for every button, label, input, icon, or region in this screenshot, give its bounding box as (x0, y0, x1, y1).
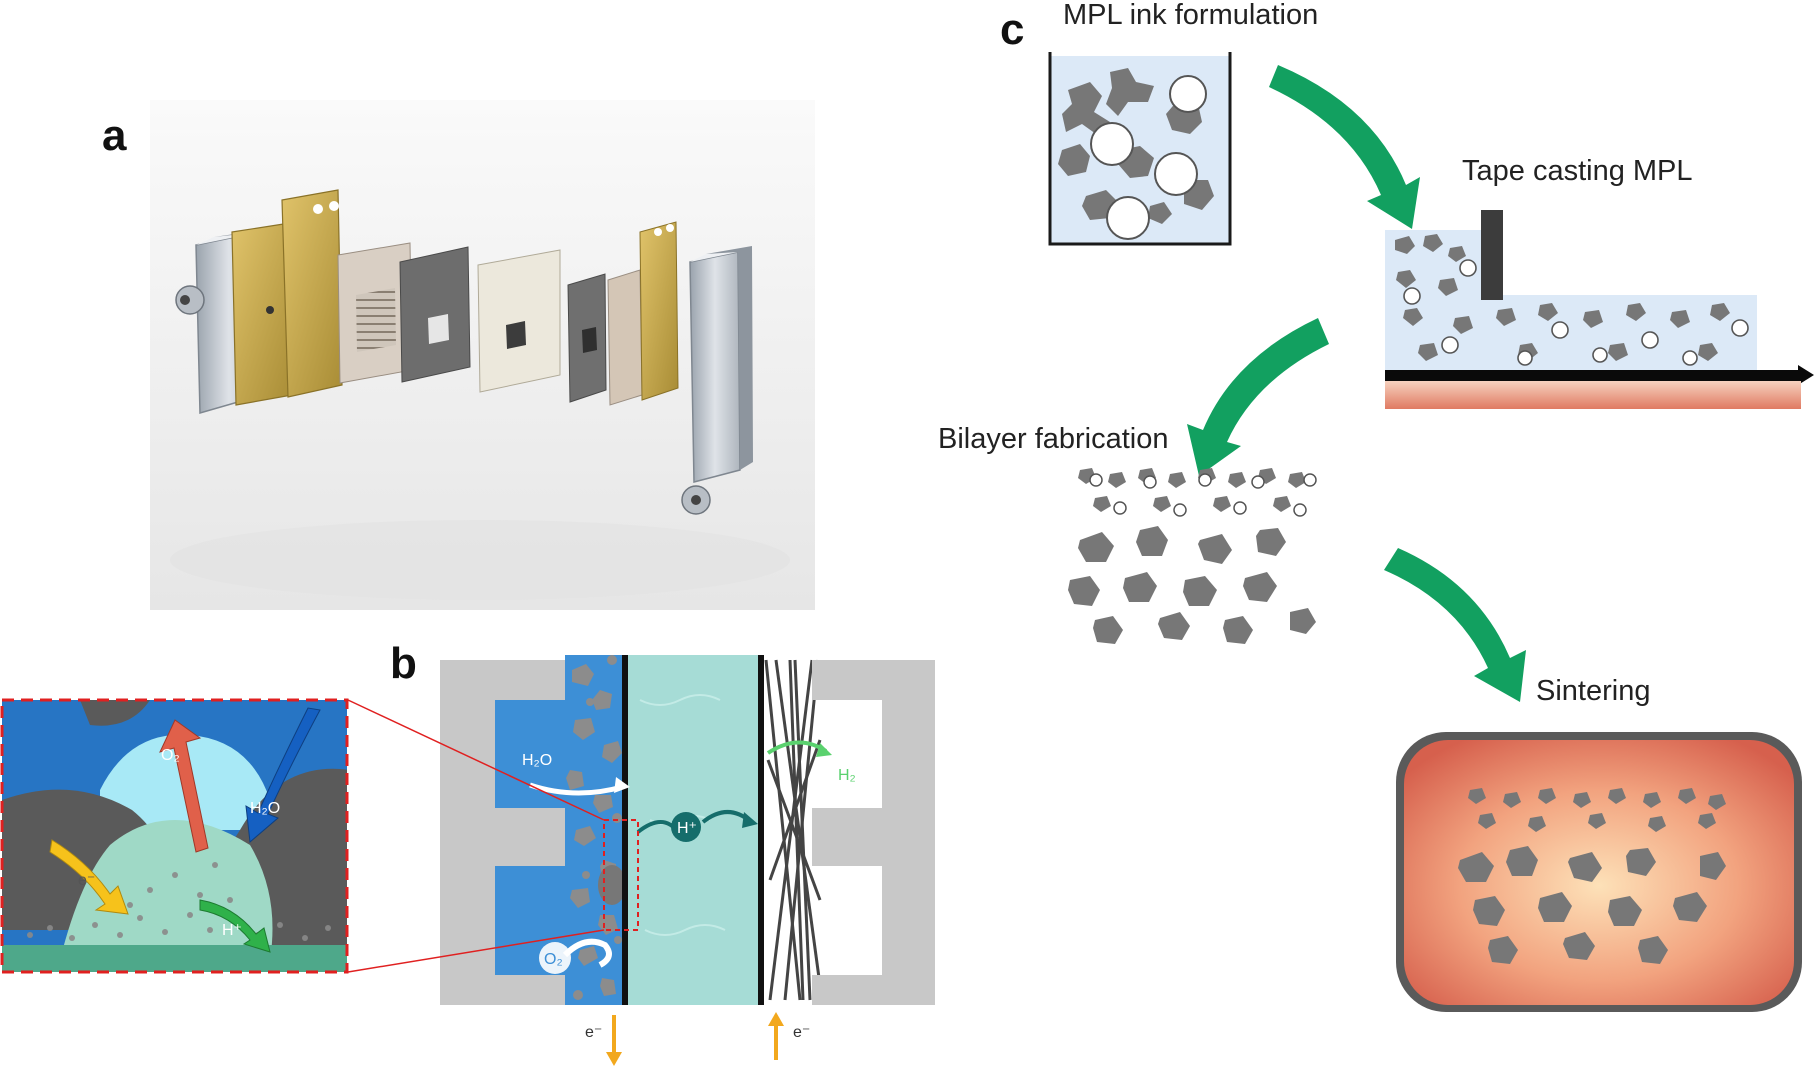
ink-beaker (1048, 52, 1232, 246)
arrow-casting-to-bilayer (1187, 318, 1329, 476)
arrow-bilayer-to-sintering (1384, 548, 1526, 702)
cathode-catalyst-layer (758, 655, 764, 1005)
step-sintering-label: Sintering (1536, 675, 1650, 707)
anode-flow-plate (440, 660, 565, 1005)
panel-a: a (102, 100, 815, 610)
catalyst-interface-inset: O₂ H₂O e⁻ H⁺ (0, 698, 349, 974)
panel-a-letter: a (102, 111, 127, 160)
anode-water-label: H₂O (522, 752, 552, 769)
anode-catalyst-layer (622, 655, 628, 1005)
panel-c-letter: c (1000, 5, 1024, 54)
inset-electron-label: e⁻ (78, 872, 95, 889)
panel-b: b (347, 639, 935, 1066)
panel-b-letter: b (390, 639, 417, 688)
bilayer-structure (1068, 468, 1317, 644)
inset-proton-label: H⁺ (222, 922, 242, 939)
exploded-cell-render (150, 100, 815, 610)
electron-out-label: e⁻ (585, 1024, 602, 1041)
step-bilayer-label: Bilayer fabrication (938, 423, 1169, 455)
inset-oxygen-label: O₂ (161, 747, 180, 764)
cathode-flow-plate (812, 660, 935, 1005)
inset-water-label: H₂O (250, 800, 280, 817)
panel-c: c MPL ink formulation Tape casti (938, 0, 1814, 1012)
step-ink-formulation-label: MPL ink formulation (1063, 0, 1318, 31)
cathode-gas-diffusion-layer (764, 659, 824, 1001)
anode-oxygen-label: O₂ (544, 951, 563, 968)
step-tape-casting-label: Tape casting MPL (1462, 155, 1693, 187)
tape-casting-setup (1385, 210, 1814, 409)
hydrogen-label: H₂ (838, 767, 856, 784)
arrow-ink-to-casting (1269, 65, 1420, 229)
sintering-furnace (1396, 732, 1802, 1012)
proton-label: H⁺ (677, 820, 697, 837)
electron-in-label: e⁻ (793, 1024, 810, 1041)
